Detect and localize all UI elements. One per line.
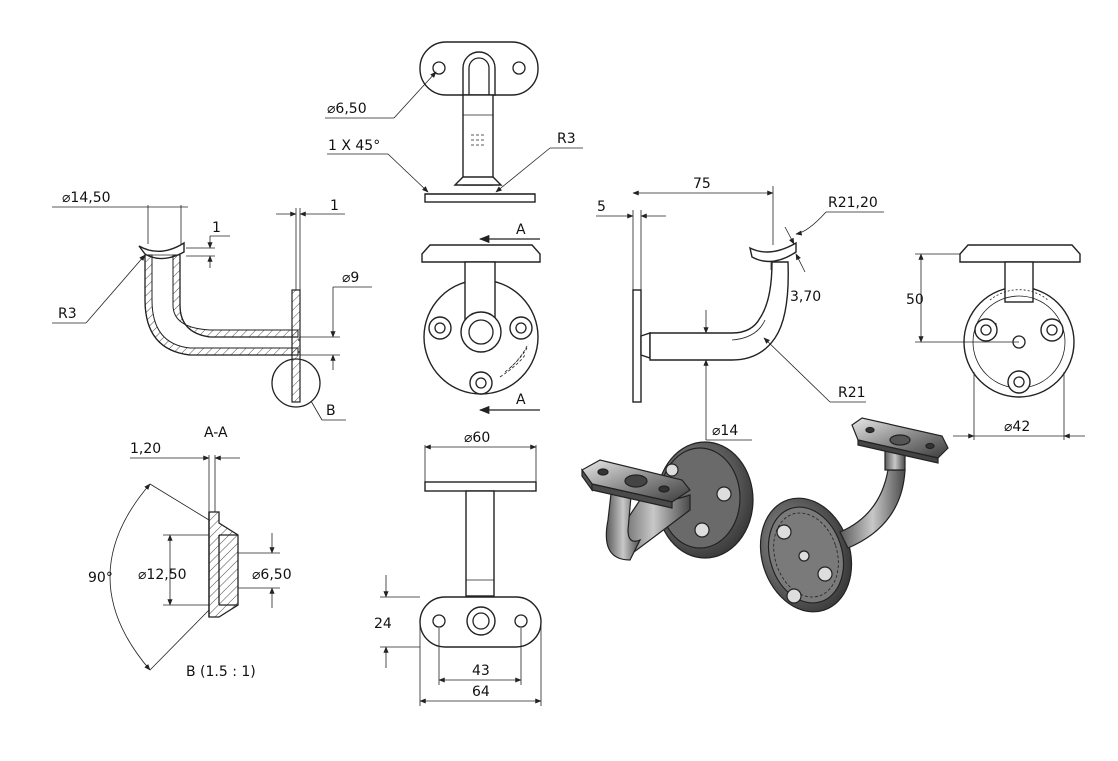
side-reach-75-label: 75 — [693, 176, 711, 192]
left-plate-1-label: 1 — [330, 198, 339, 214]
top-radius-label: R3 — [557, 131, 576, 147]
top-radius-dim: R3 — [495, 131, 583, 193]
saddle-radius-dim: R21,20 — [795, 195, 884, 236]
plate-width-64-dim: 64 — [419, 622, 542, 706]
front-view-center — [421, 244, 541, 395]
top-view — [419, 41, 539, 203]
chamfer-dim: 1 X 45° — [327, 138, 429, 193]
front-view-right — [959, 244, 1081, 398]
left-dia-9-dim: ⌀9 — [300, 270, 372, 370]
detail-ref-leader: B — [310, 400, 346, 421]
plate-width-64-label: 64 — [472, 684, 490, 700]
left-wall-1-dim: 1 — [186, 220, 230, 268]
bend-radius-label: R21 — [838, 385, 866, 401]
detail-ref-label: B — [326, 403, 336, 419]
bottom-view — [419, 481, 542, 648]
left-radius-dim: R3 — [52, 254, 146, 324]
bend-radius-dim: R21 — [763, 337, 866, 403]
section-arrow-bottom: A — [478, 392, 540, 415]
detail-outer-dia-label: ⌀12,50 — [138, 567, 187, 583]
detail-angle-dim: 90° — [88, 483, 210, 671]
top-hole-dia-dim: ⌀6,50 — [325, 71, 437, 119]
hole-spacing-43-dim: 43 — [438, 628, 522, 685]
side-view — [632, 241, 797, 403]
section-label: A-A — [204, 425, 228, 441]
saddle-thickness-dim: 3,70 — [784, 226, 821, 305]
height-24-dim: 24 — [374, 575, 420, 668]
plate-dia-60-label: ⌀60 — [464, 430, 490, 446]
isometric-view-2 — [759, 417, 949, 613]
front-dia-42-dim: ⌀42 — [953, 372, 1085, 440]
section-arrow-top-label: A — [516, 222, 526, 238]
tube-dia-label: ⌀14 — [712, 423, 738, 439]
left-dia-9-label: ⌀9 — [342, 270, 359, 286]
detail-angle-label: 90° — [88, 570, 113, 586]
saddle-thickness-label: 3,70 — [790, 289, 821, 305]
tube-dia-dim: ⌀14 — [703, 310, 752, 441]
detail-outer-dia-dim: ⌀12,50 — [138, 534, 209, 606]
top-hole-dia-label: ⌀6,50 — [327, 101, 367, 117]
hole-spacing-43-label: 43 — [472, 663, 490, 679]
plate-dia-60-dim: ⌀60 — [424, 430, 537, 482]
left-plate-1-dim: 1 — [276, 198, 345, 290]
detail-inner-dia-dim: ⌀6,50 — [238, 533, 292, 608]
front-dia-42-label: ⌀42 — [1004, 419, 1030, 435]
left-radius-label: R3 — [58, 306, 77, 322]
left-wall-1-label: 1 — [212, 220, 221, 236]
left-saddle-dia-dim: ⌀14,50 — [52, 190, 188, 244]
side-reach-75-dim: 75 — [632, 176, 774, 245]
section-arrow-bottom-label: A — [516, 392, 526, 408]
section-arrow-top: A — [478, 222, 540, 244]
saddle-radius-label: R21,20 — [828, 195, 878, 211]
detail-b-view: A-A — [204, 425, 239, 618]
isometric-view-1 — [581, 441, 754, 561]
left-saddle-dia-label: ⌀14,50 — [62, 190, 111, 206]
side-offset-5-dim: 5 — [596, 199, 666, 290]
front-height-50-label: 50 — [906, 292, 924, 308]
detail-inner-dia-label: ⌀6,50 — [252, 567, 292, 583]
side-offset-5-label: 5 — [597, 199, 606, 215]
detail-thickness-label: 1,20 — [130, 441, 161, 457]
left-section-view — [138, 241, 321, 408]
detail-scale-label: B (1.5 : 1) — [186, 664, 256, 680]
front-height-50-dim: 50 — [906, 253, 1019, 343]
chamfer-label: 1 X 45° — [328, 138, 380, 154]
detail-thickness-dim: 1,20 — [130, 441, 240, 461]
height-24-label: 24 — [374, 616, 392, 632]
